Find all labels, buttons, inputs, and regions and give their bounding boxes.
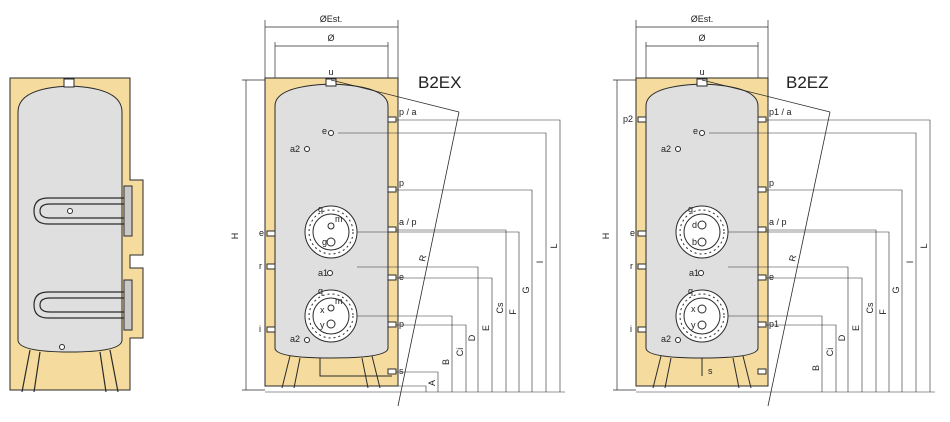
b2ez-label-e-left: e [630, 228, 635, 238]
b2ex-dim-ci: Ci [455, 348, 465, 357]
b2ez-outer-diameter-label: ØEst. [691, 14, 714, 24]
b2ex-label-q1: q [318, 204, 323, 214]
b2ex-dim-cs: Cs [495, 302, 505, 313]
section-view [9, 77, 144, 393]
b2ex-inner-diameter-label: Ø [327, 33, 334, 43]
b2ex-label-q2: q [318, 286, 323, 296]
b2ez-label-p2: p2 [623, 114, 633, 124]
b2ex-dim-e: E [481, 325, 491, 331]
b2ez-dim-l: L [919, 243, 929, 248]
b2ex-dim-f: F [508, 309, 518, 315]
b2ex-dim-d: D [467, 334, 477, 341]
b2ex-dim-i: I [535, 261, 545, 264]
b2ex-label-p-mid: p [399, 178, 404, 188]
b2ex-label-i: i [259, 324, 261, 334]
b2ez-dim-f: F [878, 309, 888, 315]
b2ex-label-pa: p / a [399, 107, 417, 117]
b2ex-label-r: r [259, 261, 262, 271]
lower-coil-flange [123, 279, 133, 331]
b2ez-label-p1a: p1 / a [769, 107, 792, 117]
b2ez-dim-d: D [837, 334, 847, 341]
b2ez-dim-b: B [811, 365, 821, 371]
b2ez-inner-diameter-label: Ø [698, 33, 705, 43]
b2ez-label-e-top: e [693, 126, 698, 136]
b2ez-label-d: d [692, 220, 697, 230]
b2ex-label-y: y [320, 320, 325, 330]
upper-coil-flange [123, 185, 133, 237]
b2ex-dim-b: B [441, 359, 451, 365]
b2ez-label-a1: a1 [689, 268, 699, 278]
b2ex-label-m1: m [335, 214, 343, 224]
b2ez-dim-g: G [891, 286, 901, 293]
b2ex-outer-diameter-label: ØEst. [320, 14, 343, 24]
b2ex-title: B2EX [418, 73, 461, 92]
b2ez-label-r-big: R [787, 253, 798, 262]
b2ex-label-s: s [399, 366, 404, 376]
b2ez-label-u: u [699, 67, 704, 77]
b2ex-label-x: x [320, 305, 325, 315]
b2ez-dim-e: E [851, 325, 861, 331]
diagram-b2ex: ØEst. Ø [230, 14, 565, 407]
section-top-fitting [63, 78, 75, 88]
b2ez-dim-i: I [905, 261, 915, 264]
b2ex-label-e-top: e [322, 126, 327, 136]
b2ex-label-a1: a1 [318, 268, 328, 278]
b2ex-label-e-left: e [259, 228, 264, 238]
b2ez-label-e-low: e [769, 272, 774, 282]
section-tank [17, 85, 123, 353]
b2ez-dim-ci: Ci [825, 348, 835, 357]
b2ex-label-a2-low: a2 [290, 334, 300, 344]
b2ez-label-p-mid: p [769, 178, 774, 188]
b2ex-dim-h: H [230, 233, 240, 240]
upper-coil [33, 197, 128, 225]
b2ez-label-a2: a2 [661, 144, 671, 154]
b2ez-label-ap: a / p [769, 217, 787, 227]
b2ez-label-r: r [630, 261, 633, 271]
b2ex-dim-a: A [427, 380, 437, 386]
b2ez-label-q2: q [688, 286, 693, 296]
lower-coil [33, 291, 128, 319]
b2ex-label-g1: g [322, 237, 327, 247]
section-legs [21, 349, 119, 393]
b2ex-label-e-low: e [399, 272, 404, 282]
b2ex-label-a2: a2 [290, 144, 300, 154]
section-drain [59, 344, 65, 350]
b2ex-label-m2: m [335, 296, 343, 306]
b2ez-label-y: y [691, 320, 696, 330]
b2ex-dim-g: G [521, 286, 531, 293]
b2ez-label-b: b [692, 237, 697, 247]
upper-coil-sensor [67, 208, 73, 214]
b2ex-label-ap: a / p [399, 217, 417, 227]
b2ex-label-r-big: R [417, 253, 428, 262]
b2ex-label-u: u [328, 67, 333, 77]
b2ez-label-q1: q [688, 204, 693, 214]
b2ez-label-p1: p1 [769, 319, 779, 329]
diagram-b2ez: ØEst. Ø [601, 14, 935, 407]
b2ex-label-p-low: p [399, 319, 404, 329]
b2ez-dim-cs: Cs [865, 302, 875, 313]
b2ez-label-x: x [691, 304, 696, 314]
b2ez-label-s: s [708, 366, 713, 376]
b2ez-title: B2EZ [786, 73, 829, 92]
b2ez-label-a2-low: a2 [661, 334, 671, 344]
b2ez-dim-h: H [601, 233, 611, 240]
b2ez-label-i: i [630, 324, 632, 334]
b2ex-dim-l: L [549, 243, 559, 248]
